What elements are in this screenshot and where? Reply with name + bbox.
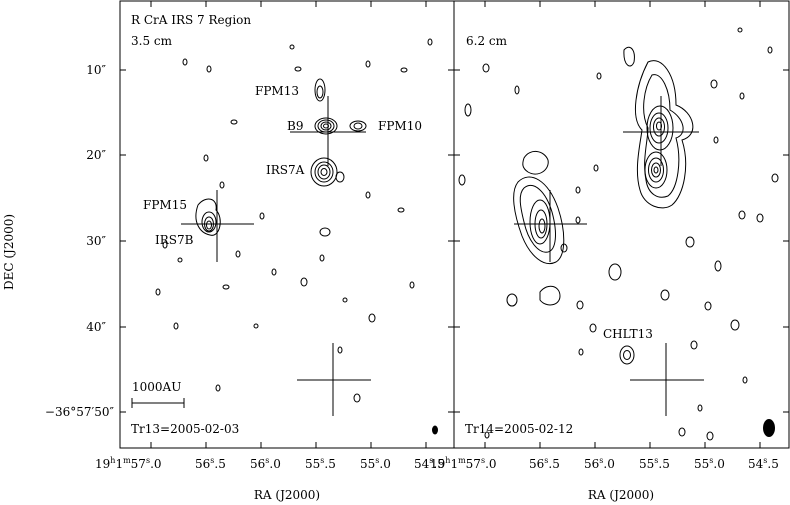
x-axis-label-right: RA (J2000)	[588, 488, 654, 502]
x-tick-p1-5: 54s.5	[414, 456, 445, 471]
source-label-fpm13: FPM13	[255, 84, 299, 98]
panel-3.5cm: R CrA IRS 7 Region 3.5 cm	[119, 0, 455, 449]
x-tick-p1-3: 55s.5	[305, 456, 336, 471]
panel-2-frame	[453, 0, 790, 449]
x-axis-label-left: RA (J2000)	[254, 488, 320, 502]
panel-1-beam	[432, 425, 438, 435]
panel-1-scalebar-label: 1000AU	[132, 380, 181, 394]
panel-2-crosses	[514, 96, 704, 416]
y-tick-50: −36°57′50″	[45, 405, 115, 419]
x-tick-p2-0: 19h1m57s.0	[430, 456, 497, 471]
panel-1-band: 3.5 cm	[131, 34, 173, 48]
y-tick-labels: 10″ 20″ 30″ 40″ −36°57′50″	[45, 63, 115, 419]
panel-1-ticks	[120, 1, 454, 448]
panel-2-beam	[763, 419, 775, 437]
panel-1-crosses	[181, 96, 371, 416]
x-tick-p2-2: 56s.0	[584, 456, 615, 471]
panel-1-title: R CrA IRS 7 Region	[131, 13, 251, 27]
x-tick-p2-1: 56s.5	[529, 456, 560, 471]
source-label-b9: B9	[287, 119, 303, 133]
source-label-fpm15: FPM15	[143, 198, 187, 212]
x-tick-p1-0: 19h1m57s.0	[95, 456, 162, 471]
x-tick-p1-2: 56s.0	[250, 456, 281, 471]
x-tick-p2-5: 54s.5	[748, 456, 779, 471]
panel-2-epoch: Tr14=2005-02-12	[465, 422, 573, 436]
panel-2-ticks	[454, 1, 789, 448]
x-tick-p1-1: 56s.5	[195, 456, 226, 471]
x-tick-labels: 19h1m57s.0 56s.5 56s.0 55s.5 55s.0 54s.5…	[95, 456, 779, 471]
source-label-fpm10: FPM10	[378, 119, 422, 133]
panel-1-epoch: Tr13=2005-02-03	[131, 422, 239, 436]
x-tick-p2-4: 55s.0	[694, 456, 725, 471]
x-tick-p1-4: 55s.0	[360, 456, 391, 471]
source-label-chlt13: CHLT13	[603, 327, 653, 341]
panel-2-contours	[458, 27, 779, 441]
source-label-irs7a: IRS7A	[266, 163, 305, 177]
panel-2-band: 6.2 cm	[466, 34, 508, 48]
y-tick-30: 30″	[86, 234, 106, 248]
y-tick-10: 10″	[86, 63, 106, 77]
panel-1-contours	[155, 38, 433, 403]
y-tick-20: 20″	[86, 148, 106, 162]
source-label-irs7b: IRS7B	[155, 233, 194, 247]
panel-1-scalebar	[131, 398, 185, 408]
y-axis-label: DEC (J2000)	[2, 214, 16, 290]
panel-6.2cm: 6.2 cm	[453, 0, 790, 449]
x-tick-p2-3: 55s.5	[639, 456, 670, 471]
y-tick-40: 40″	[86, 320, 106, 334]
